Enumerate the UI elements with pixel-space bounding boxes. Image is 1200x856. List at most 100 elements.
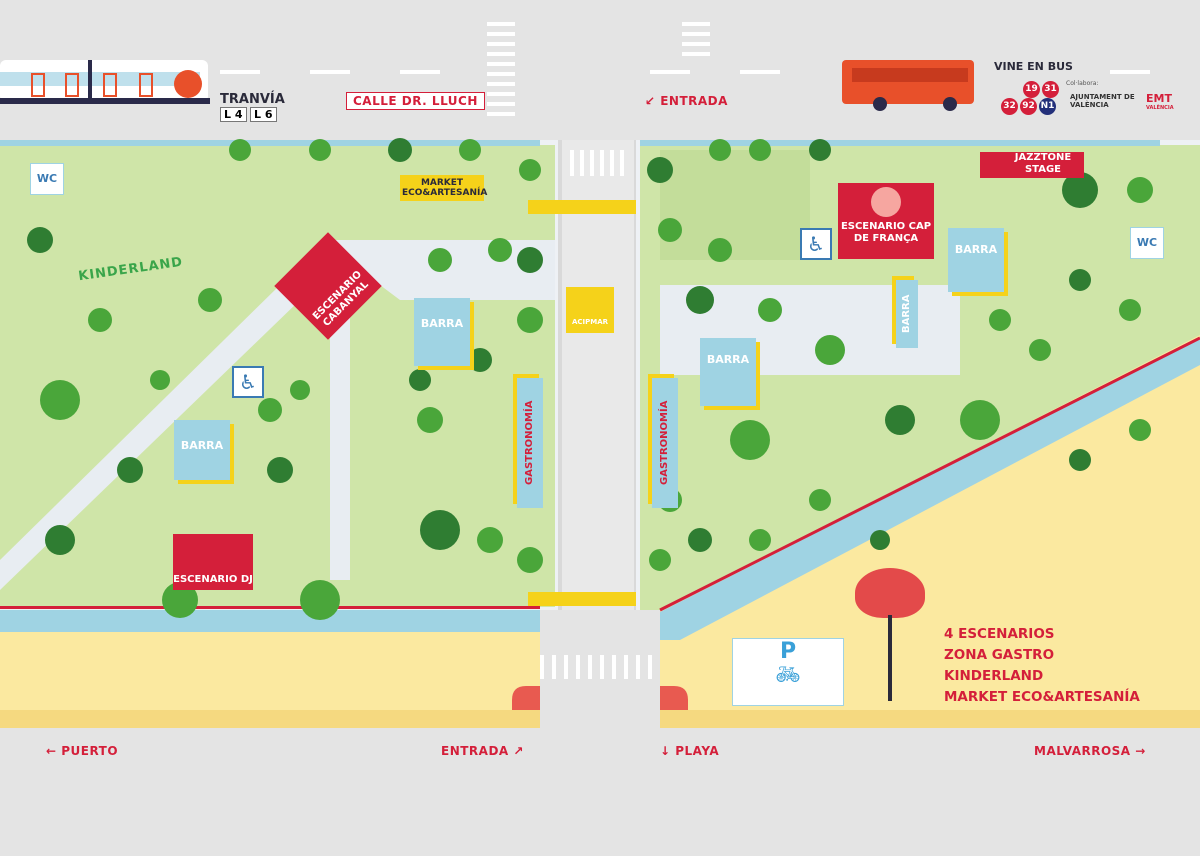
- jazztone-stage: JAZZTONE STAGE: [980, 152, 1084, 178]
- bus-line: 19: [1023, 81, 1040, 98]
- legend-item: MARKET ECO&ARTESANÍA: [944, 689, 1140, 705]
- bus-line: 92: [1020, 98, 1037, 115]
- tram-line: L 4: [220, 107, 247, 122]
- escenario-cap-de-franca: ESCENARIO CAP DE FRANÇA: [838, 183, 934, 259]
- ajuntament-logo: AJUNTAMENT DE VALÈNCIA: [1070, 93, 1135, 109]
- tree-icon: [1119, 299, 1141, 321]
- bus-line: 32: [1001, 98, 1018, 115]
- wc-left: WC: [30, 163, 64, 195]
- emt-logo: EMT: [1146, 92, 1172, 105]
- legend: 4 ESCENARIOS ZONA GASTRO KINDERLAND MARK…: [944, 624, 1140, 708]
- tree-icon: [809, 489, 831, 511]
- tree-icon: [409, 369, 431, 391]
- barra-5: BARRA: [896, 280, 918, 348]
- tree-icon: [517, 547, 543, 573]
- stage-name: JAZZTONE STAGE: [1014, 152, 1072, 175]
- tree-icon: [885, 405, 915, 435]
- tree-icon: [229, 139, 251, 161]
- entrada-top-link[interactable]: ↙ ENTRADA: [645, 94, 728, 108]
- flower-icon: [855, 568, 925, 618]
- bus-line: 31: [1042, 81, 1059, 98]
- emt-sub: VALÈNCIA: [1146, 105, 1174, 111]
- tree-icon: [989, 309, 1011, 331]
- tree-icon: [1069, 449, 1091, 471]
- tree-icon: [870, 530, 890, 550]
- escenario-dj: ESCENARIO DJ: [173, 534, 253, 590]
- tree-icon: [40, 380, 80, 420]
- tree-icon: [519, 159, 541, 181]
- tree-icon: [459, 139, 481, 161]
- wc-right: WC: [1130, 227, 1164, 259]
- tree-icon: [708, 238, 732, 262]
- tree-icon: [267, 457, 293, 483]
- accessibility-icon: ♿: [232, 366, 264, 398]
- malvarrosa-link[interactable]: MALVARROSA →: [1034, 744, 1146, 758]
- puerto-link[interactable]: ← PUERTO: [46, 744, 119, 758]
- tree-icon: [117, 457, 143, 483]
- legend-item: ZONA GASTRO: [944, 647, 1055, 663]
- tree-icon: [150, 370, 170, 390]
- tree-icon: [517, 307, 543, 333]
- tree-icon: [258, 398, 282, 422]
- tree-icon: [517, 247, 543, 273]
- tree-icon: [477, 527, 503, 553]
- gastronomia-right: GASTRONOMÍA: [652, 378, 678, 508]
- barra-2: BARRA: [414, 298, 470, 366]
- playa-link[interactable]: ↓ PLAYA: [660, 744, 720, 758]
- tree-icon: [730, 420, 770, 460]
- tree-icon: [290, 380, 310, 400]
- tree-icon: [388, 138, 412, 162]
- stage-name: ESCENARIO CAP DE FRANÇA: [840, 221, 932, 244]
- tree-icon: [428, 248, 452, 272]
- barra-4: BARRA: [948, 228, 1004, 292]
- tree-icon: [686, 286, 714, 314]
- tree-icon: [1069, 269, 1091, 291]
- acipmar-stand: ACIPMAR: [566, 287, 614, 333]
- tree-icon: [1129, 419, 1151, 441]
- tree-icon: [1127, 177, 1153, 203]
- parking-label: P: [779, 639, 797, 664]
- tram-lines: L 4 L 6: [220, 107, 277, 122]
- parking-bicycle: P 🚲︎: [732, 638, 844, 706]
- street-calle-dr-lluch: CALLE DR. LLUCH: [346, 92, 485, 110]
- bus-label: VINE EN BUS: [994, 60, 1073, 73]
- tree-icon: [647, 157, 673, 183]
- tree-icon: [749, 529, 771, 551]
- tree-icon: [88, 308, 112, 332]
- legend-item: 4 ESCENARIOS: [944, 626, 1055, 642]
- gastronomia-left: GASTRONOMÍA: [517, 378, 543, 508]
- tree-icon: [709, 139, 731, 161]
- barra-1: BARRA: [174, 420, 230, 480]
- tree-icon: [45, 525, 75, 555]
- entrada-bottom-link[interactable]: ENTRADA ↗: [441, 744, 524, 758]
- stage-name: ESCENARIO DJ: [173, 574, 253, 585]
- tree-icon: [488, 238, 512, 262]
- bus-line: N1: [1039, 98, 1056, 115]
- accessibility-icon: ♿: [800, 228, 832, 260]
- tram-line: L 6: [250, 107, 277, 122]
- market-eco-artesania: MARKET ECO&ARTESANÍA: [400, 175, 487, 201]
- tree-icon: [749, 139, 771, 161]
- barra-3: BARRA: [700, 338, 756, 406]
- tree-icon: [1029, 339, 1051, 361]
- tree-icon: [809, 139, 831, 161]
- tree-icon: [658, 218, 682, 242]
- collab-label: Col·labora:: [1066, 80, 1099, 87]
- flower-stem: [888, 615, 892, 701]
- flower-icon: [871, 187, 901, 217]
- bicycle-icon: 🚲︎: [775, 662, 801, 686]
- tree-icon: [649, 549, 671, 571]
- tree-icon: [960, 400, 1000, 440]
- tree-icon: [27, 227, 53, 253]
- tree-icon: [1062, 172, 1098, 208]
- tree-icon: [417, 407, 443, 433]
- tree-icon: [309, 139, 331, 161]
- tree-icon: [420, 510, 460, 550]
- tree-icon: [815, 335, 845, 365]
- legend-item: KINDERLAND: [944, 668, 1044, 684]
- tree-icon: [688, 528, 712, 552]
- tram-label: TRANVÍA: [220, 92, 285, 107]
- tree-icon: [468, 348, 492, 372]
- tree-icon: [198, 288, 222, 312]
